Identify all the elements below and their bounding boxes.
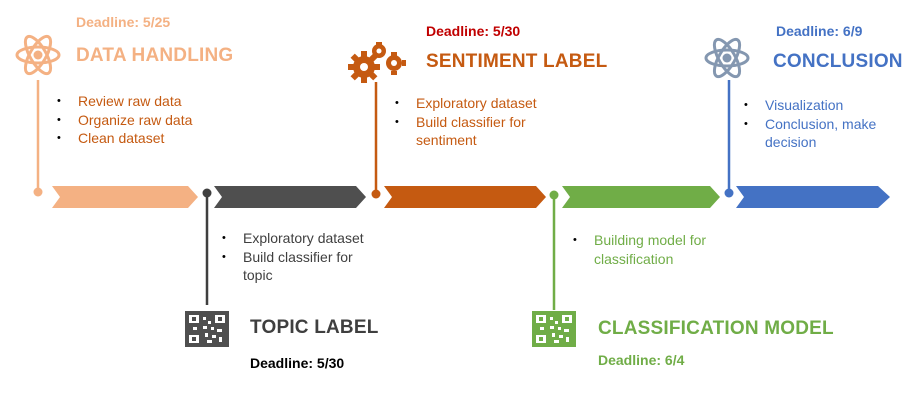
list-item: Exploratory dataset (222, 229, 382, 248)
stage-title-data-handling: DATA HANDLING (76, 45, 234, 66)
list-item: Organize raw data (57, 111, 217, 130)
qr-code-icon (185, 311, 229, 347)
stage-items-data-handling: Review raw data Organize raw data Clean … (57, 92, 217, 148)
connector-dot-data-handling (33, 187, 43, 197)
list-item: Building model for classification (573, 231, 733, 268)
stage-items-conclusion: Visualization Conclusion, make decision (744, 96, 904, 152)
deadline-sentiment-label: Deadline: 5/30 (426, 23, 521, 39)
list-item: Visualization (744, 96, 904, 115)
arrow-segment-sentiment-label (384, 186, 546, 208)
stage-title-classification-model: CLASSIFICATION MODEL (598, 318, 834, 339)
atom-icon (704, 37, 750, 79)
deadline-conclusion: Deadline: 6/9 (776, 23, 863, 39)
list-item: Review raw data (57, 92, 217, 111)
stage-title-conclusion: CONCLUSION (773, 51, 903, 72)
list-item: Build classifier for sentiment (395, 113, 560, 150)
deadline-topic-label: Deadline: 5/30 (250, 355, 345, 371)
deadline-data-handling: Deadline: 5/25 (76, 14, 171, 30)
stage-title-topic-label: TOPIC LABEL (250, 317, 379, 338)
arrow-segment-topic-label (214, 186, 366, 208)
connector-dot-conclusion (724, 188, 734, 198)
list-item: Clean dataset (57, 129, 217, 148)
stage-items-classification-model: Building model for classification (573, 231, 733, 268)
arrow-segment-conclusion (736, 186, 890, 208)
stage-title-sentiment-label: SENTIMENT LABEL (426, 51, 608, 72)
arrow-segment-classification-model (562, 186, 720, 208)
connector-dot-classification-model (549, 190, 559, 200)
stage-items-sentiment-label: Exploratory dataset Build classifier for… (395, 94, 560, 150)
stage-items-topic-label: Exploratory dataset Build classifier for… (222, 229, 382, 285)
list-item: Build classifier for topic (222, 248, 382, 285)
connector-dot-sentiment-label (371, 189, 381, 199)
atom-icon (15, 34, 61, 76)
gears-icon (348, 42, 406, 83)
arrow-segment-data-handling (52, 186, 198, 208)
connector-dot-topic-label (202, 188, 212, 198)
list-item: Exploratory dataset (395, 94, 560, 113)
qr-code-icon (532, 311, 576, 347)
deadline-classification-model: Deadline: 6/4 (598, 352, 685, 368)
list-item: Conclusion, make decision (744, 115, 904, 152)
